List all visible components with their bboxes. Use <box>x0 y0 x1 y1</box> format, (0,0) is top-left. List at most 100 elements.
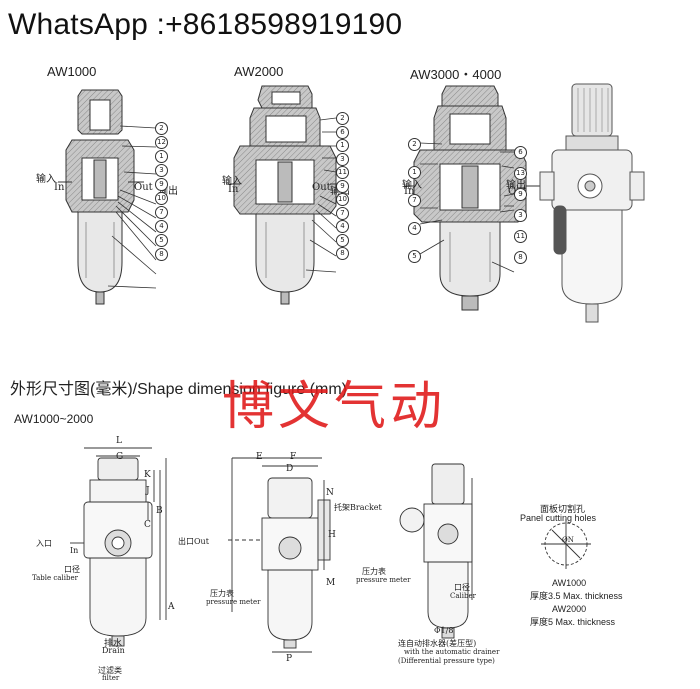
thread-size: Φ1/8 <box>434 626 454 635</box>
dim-H: H <box>328 530 336 540</box>
aw2000-callout-5: 11 <box>336 166 349 179</box>
gauge-en-2: pressure meter <box>356 576 411 584</box>
caliber-en: Caliber <box>450 592 476 600</box>
gauge-cn-2: 压力表 <box>362 567 386 576</box>
aw3000-out-cn: 输出 <box>506 180 526 191</box>
aw2000-callout-11: 8 <box>336 247 349 260</box>
aw1000-callout-7: 7 <box>155 206 168 219</box>
dim-D: D <box>286 464 294 474</box>
outlet-label: 出口Out <box>178 537 209 546</box>
aw3000-right-callout-2: 13 <box>514 167 527 180</box>
aw1000-callout-1: 2 <box>155 122 168 135</box>
panel-aw1000: AW1000 <box>552 578 587 588</box>
aw3000-right-callout-3: 9 <box>514 188 527 201</box>
aw1000-callout-10: 8 <box>155 248 168 261</box>
aw2000-callout-2: 6 <box>336 125 349 139</box>
aw2000-in-en: In <box>228 184 239 195</box>
aw2000-callouts <box>305 117 337 273</box>
aw1000-cross-section <box>58 89 144 305</box>
aw1000-callout-4: 3 <box>155 164 168 177</box>
aw3000-left-callout-2: 1 <box>408 166 421 179</box>
aw2000-in-cn: 输入 <box>222 176 242 187</box>
aw2000-callout-8: 7 <box>336 206 349 220</box>
aw2000-callout-6: 9 <box>336 179 349 193</box>
aw1000-callout-9: 5 <box>155 234 168 247</box>
drain-cn: 排水 <box>104 639 123 649</box>
aw3000-right-callout-4: 3 <box>514 209 527 222</box>
aw2000-callout-3: 1 <box>336 139 349 152</box>
bracket-label: 托架Bracket <box>334 503 382 512</box>
panel-aw2000: AW2000 <box>552 604 587 614</box>
model-label-aw3000: AW3000・4000 <box>410 67 502 82</box>
aw3000-in-cn: 输入 <box>402 180 422 191</box>
aw1000-callout-6: 10 <box>155 192 168 205</box>
dim-drawing-front <box>70 447 167 647</box>
aw1000-in-en: In <box>54 182 65 193</box>
aw2000-callout-4: 3 <box>336 152 349 166</box>
aw2000-callout-10: 5 <box>336 233 349 247</box>
model-label-aw2000: AW2000 <box>234 64 284 79</box>
inlet-en: In <box>70 546 79 555</box>
auto-drain-en-2: (Differential pressure type) <box>398 657 495 665</box>
aw3000-left-callout-4: 4 <box>408 222 421 235</box>
dim-A: A <box>168 602 175 612</box>
aw2000-callout-7: 10 <box>336 193 349 206</box>
aw3000-left-callout-1: 2 <box>408 138 421 151</box>
gauge-en-1: pressure meter <box>206 598 261 606</box>
dim-K: K <box>144 470 151 480</box>
dim-B: B <box>156 506 163 516</box>
panel-dim-label: ØN <box>562 536 574 544</box>
auto-drain-cn: 连自动排水器(差压型) <box>398 639 477 648</box>
dim-C: C <box>144 520 151 530</box>
panel-title-cn: 面板切割孔 <box>540 504 586 514</box>
drain-en: Drain <box>102 646 125 655</box>
panel-aw2000-thickness: 厚度5 Max. thickness <box>530 617 616 627</box>
aw1000-callouts <box>107 125 157 289</box>
aw1000-out-cn: 输出 <box>158 186 178 197</box>
aw3000-right-callout-5: 11 <box>514 230 527 243</box>
aw3000-in-en: In <box>404 186 415 197</box>
aw2000-cross-section <box>226 85 346 305</box>
dim-P: P <box>286 654 293 664</box>
aw1000-callout-8: 4 <box>155 220 168 233</box>
dim-L: L <box>116 436 122 446</box>
panel-title-en: Panel cutting holes <box>520 513 597 523</box>
section-title: 外形尺寸图(毫米)/Shape dimension figure (mm) <box>10 381 347 398</box>
product-render <box>539 83 645 323</box>
dim-E: E <box>256 452 263 462</box>
panel-aw1000-thickness: 厚度3.5 Max. thickness <box>530 591 623 601</box>
aw1000-callout-2: 12 <box>155 136 168 149</box>
gauge-cn-1: 压力表 <box>210 589 234 598</box>
model-label-aw1000: AW1000 <box>47 64 97 79</box>
contact-header: WhatsApp :+8618598919190 <box>8 8 403 41</box>
dim-G: G <box>116 452 124 462</box>
auto-drain-en-1: with the automatic drainer <box>404 648 500 656</box>
aw1000-in-cn: 输入 <box>36 174 56 185</box>
aw2000-out-en: Out <box>312 182 331 193</box>
aw2000-callout-9: 4 <box>336 220 349 233</box>
aw1000-out-en: Out <box>134 182 153 193</box>
aw2000-callout-1: 2 <box>336 112 349 125</box>
table-caliber: Table caliber <box>32 574 78 582</box>
aw1000-callout-5: 9 <box>155 178 168 191</box>
aw1000-callout-3: 1 <box>155 150 168 163</box>
panel-cutting-hole-diagram <box>541 519 591 569</box>
aw3000-left-callout-5: 5 <box>408 250 421 263</box>
aw3000-cross-section <box>404 85 540 311</box>
aw3000-right-callout-6: 8 <box>514 251 527 264</box>
dim-drawing-bracket <box>228 457 331 653</box>
dim-N: N <box>326 488 334 498</box>
aw3000-callouts <box>419 142 515 273</box>
aw3000-left-callout-3: 7 <box>408 194 421 207</box>
inlet-cn: 入口 <box>36 539 52 548</box>
aw3000-right-callout-1: 6 <box>514 146 527 159</box>
caliber-cn: 口径 <box>64 565 80 574</box>
filter-cn: 过滤类 <box>98 666 122 675</box>
dim-M: M <box>326 578 336 588</box>
filter-en: filter <box>102 674 120 682</box>
caliber-cn-2: 口径 <box>454 583 470 592</box>
red-watermark-text: 博文气动 <box>222 377 447 437</box>
dim-J: J <box>146 486 150 496</box>
dim-F: F <box>290 452 297 462</box>
